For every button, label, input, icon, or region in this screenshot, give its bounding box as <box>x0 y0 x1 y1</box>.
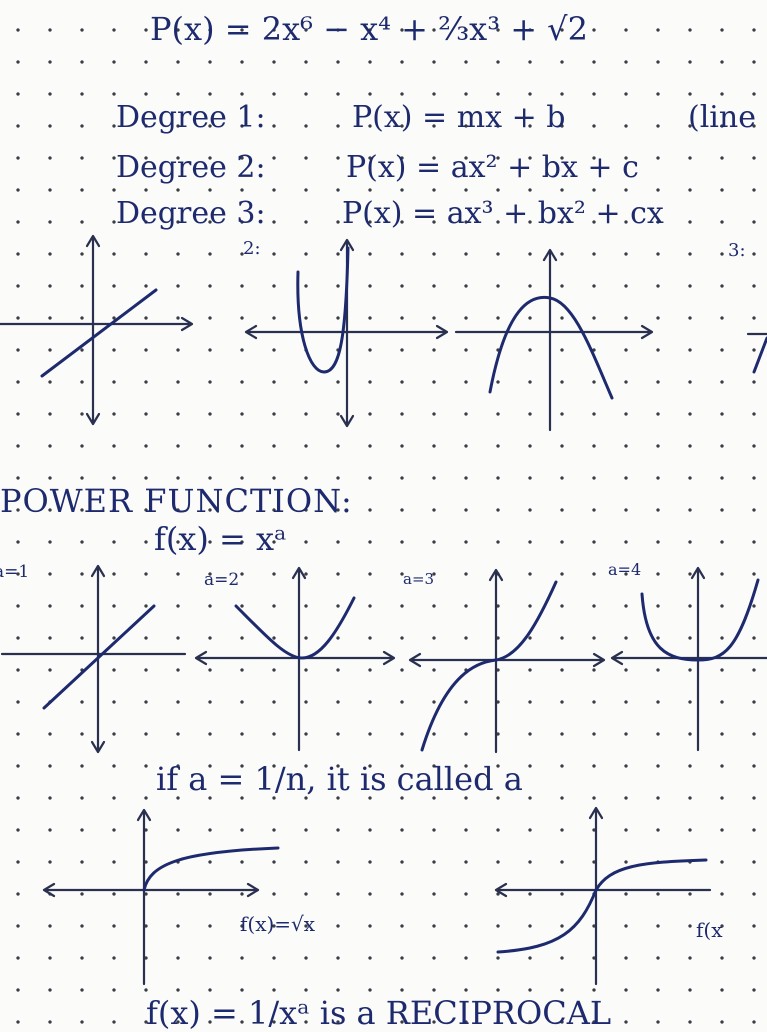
power-a2-graph-sketch <box>194 566 396 752</box>
degree-1-label: Degree 1: <box>116 100 266 135</box>
power-a1-graph-sketch <box>0 564 187 754</box>
degree-1-formula: P(x) = mx + b <box>352 100 566 135</box>
root-odd-graph-sketch <box>494 806 712 986</box>
parabola-up-graph-sketch <box>244 238 449 428</box>
root-odd-graph-label: f(x <box>696 918 723 942</box>
sqrt-graph-sketch <box>42 808 280 986</box>
power-a4-graph-sketch <box>610 566 767 752</box>
root-statement: if a = 1/n, it is called a <box>156 760 523 798</box>
power-a3-graph-sketch <box>408 568 606 754</box>
linear-graph-sketch <box>0 234 194 426</box>
case-label-a4: a=4 <box>608 560 642 579</box>
cubic-graph-sketch-partial <box>746 332 767 374</box>
top-equation: P(x) = 2x⁶ − x⁴ + ⅔x³ + √2 <box>150 10 588 48</box>
case-label-a2: a=2 <box>204 570 240 590</box>
case-label-a3: a=3 <box>403 570 435 588</box>
degree-2-label: Degree 2: <box>116 150 266 185</box>
parabola-down-graph-sketch <box>454 248 654 432</box>
degree-2-formula: P(x) = ax² + bx + c <box>346 150 639 185</box>
degree-1-note: (line <box>688 100 756 135</box>
degree-graph-label-2: 2: <box>243 238 261 259</box>
sqrt-graph-label: f(x)=√x <box>240 912 316 936</box>
degree-3-label: Degree 3: <box>116 196 266 231</box>
reciprocal-statement: f(x) = 1/xᵃ is a RECIPROCAL <box>146 994 612 1032</box>
power-function-formula: f(x) = xᵃ <box>154 520 287 558</box>
case-label-a1: a=1 <box>0 562 30 582</box>
power-function-heading: POWER FUNCTION: <box>0 482 353 520</box>
degree-3-formula: P(x) = ax³ + bx² + cx <box>342 196 664 231</box>
degree-graph-label-3: 3: <box>728 240 746 261</box>
